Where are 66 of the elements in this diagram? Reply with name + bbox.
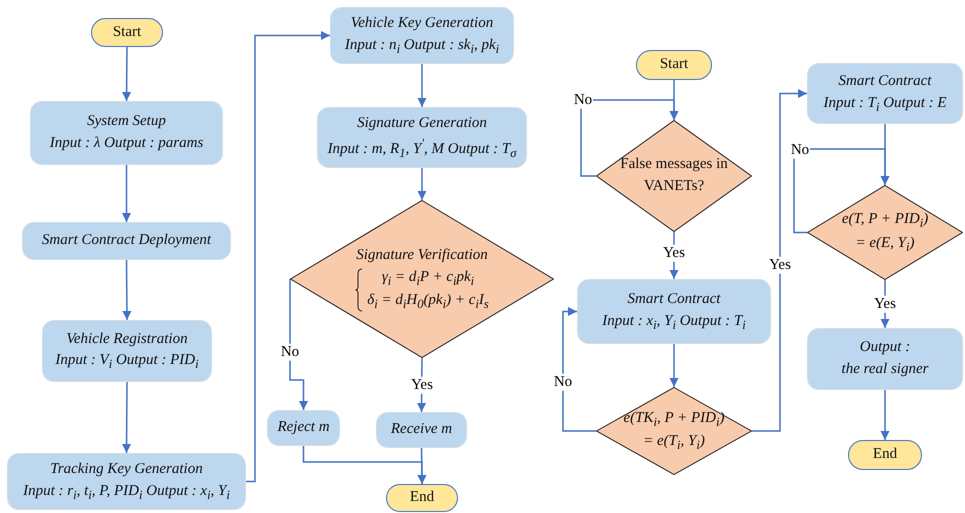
arrow [670,344,678,387]
process-box [42,320,212,382]
decision-title: Signature Verification [356,246,488,265]
step-title: Vehicle Registration [66,330,188,349]
step-text: Input : m, R$_{1}$, Y$^{'}$, M Output : T$_{σ}$ [328,135,516,162]
arrow [122,47,132,101]
equation: γ$_{i}$ = d$_{i}$P + c$_{i}$pk$_{i}$ [380,268,476,290]
process-box [7,453,246,510]
arrow [580,99,678,177]
step-title: Tracking Key Generation [50,460,203,480]
step-text: Input : n$_{i}$ Output : sk$_{i}$, pk$_{i}$ [344,36,500,58]
arrow [289,279,308,410]
edge-label: Yes [873,296,897,312]
process-box [807,63,963,124]
process-box [30,101,223,165]
step-text: Smart Contract Deployment [42,231,212,250]
arrow [418,64,426,107]
process-box [317,107,527,168]
equation: δ$_{i}$ = d$_{i}$H$_{0}$(pk$_{i}$) + c$_{i}$I$_{s}$ [367,290,489,313]
process-box [330,7,514,64]
arrow [122,165,131,222]
formula: = e(E, Y$_{i}$) [855,234,914,256]
process-box [376,412,467,448]
process-box [267,410,340,446]
formula: e(T, P + PID$_{i}$) [842,210,928,232]
arrow [793,148,890,234]
step-text: Input : λ Output : params [50,134,204,153]
arrow [880,390,890,440]
terminal-label: End [410,488,434,508]
edge-label: No [280,344,300,360]
terminal-label: Start [660,55,688,74]
terminal-label: Start [112,22,142,42]
step-title: Smart Contract [628,290,720,310]
edge-label: No [790,142,810,158]
step-text: Receive m [390,420,452,440]
step-title: Signature Generation [357,114,487,133]
step-text: the real signer [842,360,928,379]
step-title: Vehicle Key Generation [350,14,494,34]
step-title: System Setup [87,112,166,132]
edge-label: No [552,374,574,390]
arrow [562,307,596,432]
process-box [577,279,771,344]
arrow [122,382,132,453]
formula: = e(T$_{i}$, Y$_{i}$) [643,432,705,454]
edge-label: Yes [410,376,434,394]
arrow [246,31,330,482]
arrow [418,168,426,200]
edge-label: Yes [768,256,792,274]
arrow [417,448,426,484]
arrow [122,260,132,320]
step-text: Input : r$_{i}$, t$_{i}$, P, PID$_{i}$ Output : x$_{i}$, Y$_{i}$ [23,482,230,504]
process-box [22,222,231,260]
arrow [752,89,807,432]
step-text: Input : x$_{i}$, Y$_{i}$ Output : T$_{i}$ [602,312,746,334]
step-title: Output : [860,338,910,358]
decision-question: False messages in VANETs? [619,155,729,196]
step-text: Reject m [277,418,330,438]
process-box [807,328,963,390]
terminal-label: End [872,445,898,464]
step-title: Smart Contract [838,72,932,92]
formula: e(TK$_{i}$, P + PID$_{i}$) [624,408,724,431]
edge-label: No [572,92,594,108]
step-text: Input : T$_{i}$ Output : E [823,94,947,116]
step-text: Input : V$_{i}$ Output : PID$_{i}$ [55,351,199,374]
arrow [302,446,426,484]
edge-label: Yes [662,244,686,262]
